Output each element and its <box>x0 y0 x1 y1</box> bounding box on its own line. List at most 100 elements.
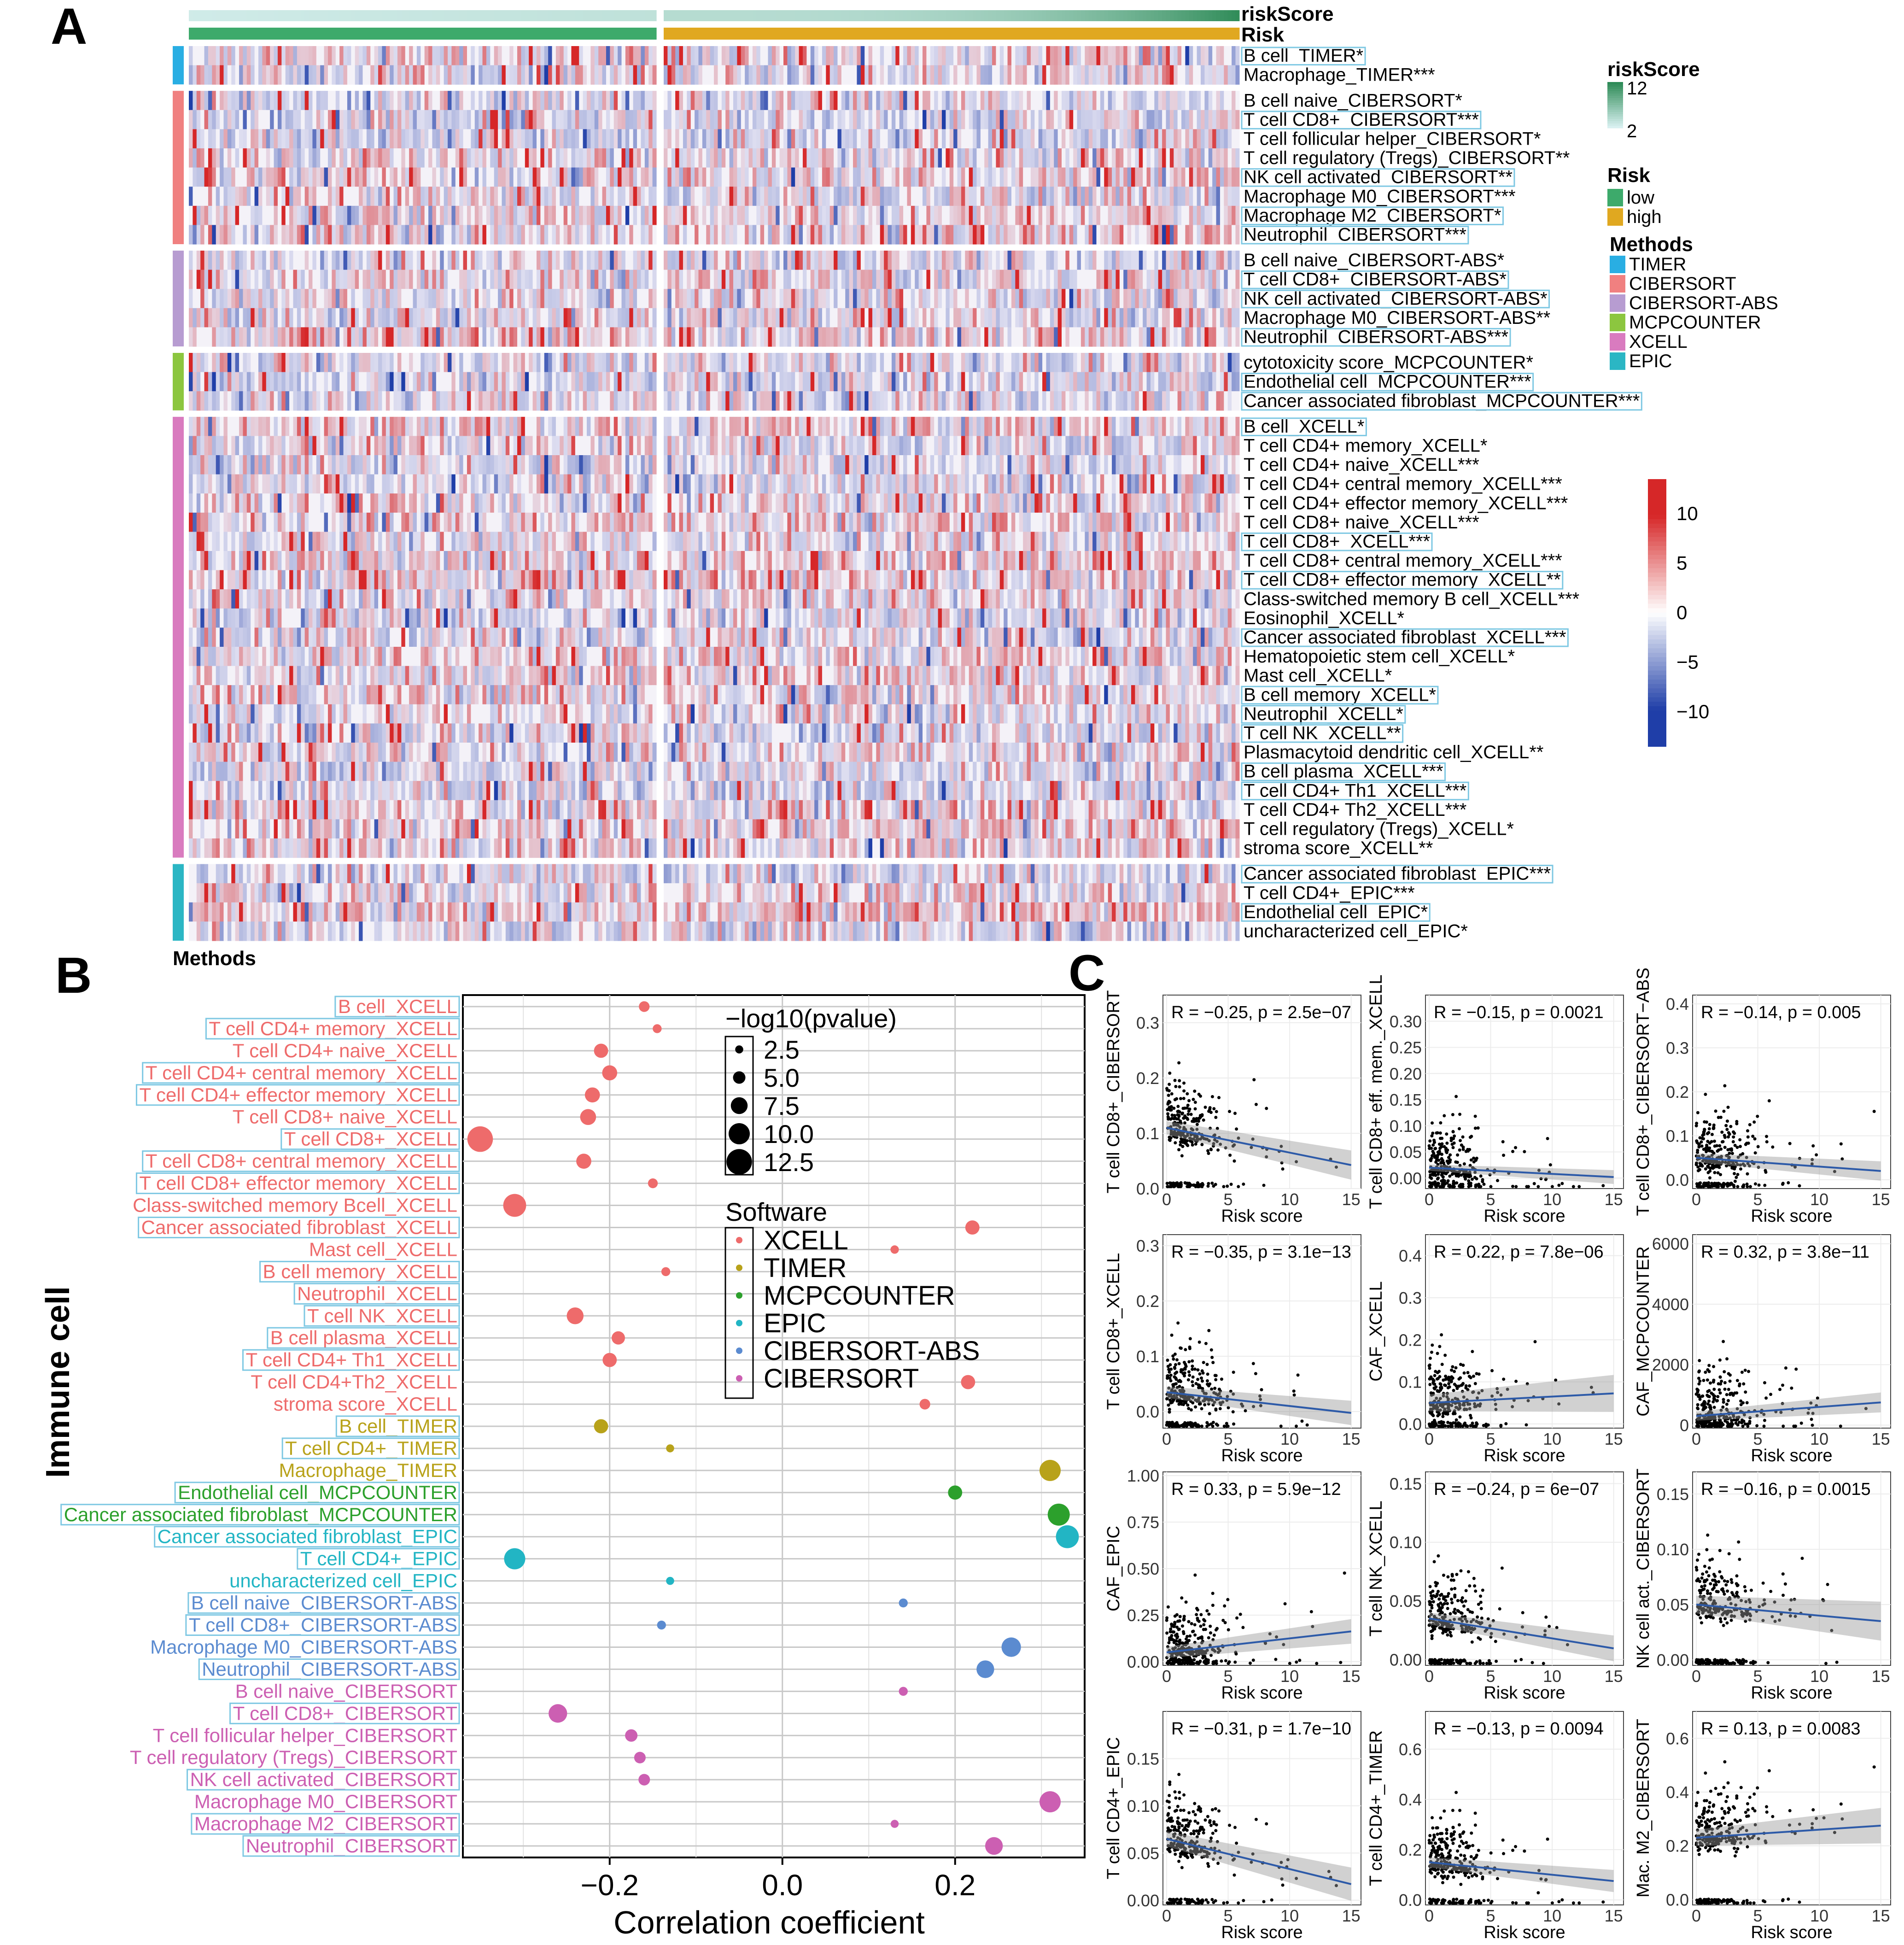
heatmap-cell <box>984 187 989 206</box>
heatmap-cell <box>606 65 610 85</box>
heatmap-cell <box>1166 353 1170 373</box>
heatmap-cell <box>413 353 417 373</box>
heatmap-cell <box>690 65 695 85</box>
heatmap-cell <box>262 187 267 206</box>
heatmap-cell <box>347 129 351 149</box>
riskscore-cell <box>872 10 876 21</box>
heatmap-cell <box>1057 289 1062 309</box>
heatmap-cell <box>513 187 518 206</box>
heatmap-cell <box>1154 225 1159 245</box>
heatmap-cell <box>385 327 390 347</box>
heatmap-cell <box>532 148 537 168</box>
heatmap-cell <box>200 65 205 85</box>
riskscore-cell <box>1108 10 1112 21</box>
heatmap-cell <box>1162 308 1167 328</box>
heatmap-cell <box>579 91 584 111</box>
heatmap-cell <box>976 289 981 309</box>
heatmap-cell <box>857 225 861 245</box>
heatmap-cell <box>590 353 595 373</box>
heatmap-cell <box>332 353 336 373</box>
heatmap-cell <box>602 110 607 129</box>
heatmap-cell <box>864 46 869 66</box>
heatmap-cell <box>1038 308 1043 328</box>
riskscore-cell <box>953 10 958 21</box>
heatmap-cell <box>810 327 815 347</box>
heatmap-cell <box>459 167 464 187</box>
heatmap-cell <box>277 353 282 373</box>
risk-cell <box>455 28 460 40</box>
heatmap-cell <box>911 187 915 206</box>
heatmap-cell <box>648 353 653 373</box>
heatmap-cell <box>1119 129 1124 149</box>
heatmap-cell <box>625 167 630 187</box>
heatmap-cell <box>316 167 321 187</box>
heatmap-cell <box>783 289 788 309</box>
heatmap-cell <box>884 129 888 149</box>
heatmap-cell <box>633 289 637 309</box>
heatmap-cell <box>459 205 464 225</box>
heatmap-cell <box>872 167 876 187</box>
heatmap-cell <box>973 91 977 111</box>
heatmap-cell <box>714 91 718 111</box>
risk-cell <box>841 28 846 40</box>
risk-cell <box>482 28 487 40</box>
heatmap-cell <box>822 327 826 347</box>
heatmap-cell <box>795 205 800 225</box>
heatmap-cell <box>277 148 282 168</box>
heatmap-cell <box>1127 167 1132 187</box>
heatmap-cell <box>277 225 282 245</box>
heatmap-cell <box>799 65 803 85</box>
heatmap-cell <box>783 65 788 85</box>
heatmap-cell <box>227 91 232 111</box>
heatmap-cell <box>629 269 634 289</box>
heatmap-cell <box>1042 251 1047 270</box>
heatmap-cell <box>243 91 247 111</box>
riskscore-cell <box>374 10 379 21</box>
heatmap-cell <box>262 269 267 289</box>
heatmap-cell <box>1038 91 1043 111</box>
heatmap-cell <box>1027 65 1031 85</box>
heatmap-cell <box>1007 225 1012 245</box>
heatmap-cell <box>745 187 749 206</box>
heatmap-cell <box>698 327 703 347</box>
heatmap-cell <box>733 65 737 85</box>
heatmap-cell <box>571 225 576 245</box>
heatmap-cell <box>220 289 224 309</box>
heatmap-cell <box>494 167 498 187</box>
heatmap-cell <box>633 372 637 392</box>
heatmap-cell <box>841 46 846 66</box>
heatmap-cell <box>529 269 533 289</box>
heatmap-cell <box>498 91 502 111</box>
heatmap-cell <box>814 251 819 270</box>
heatmap-cell <box>525 46 529 66</box>
heatmap-cell <box>436 269 440 289</box>
heatmap-cell <box>795 148 800 168</box>
heatmap-cell <box>1200 46 1205 66</box>
heatmap-cell <box>359 289 363 309</box>
heatmap-cell <box>721 148 726 168</box>
heatmap-cell <box>610 187 614 206</box>
riskscore-cell <box>327 10 332 21</box>
heatmap-cell <box>992 167 997 187</box>
heatmap-cell <box>274 110 278 129</box>
heatmap-cell <box>204 353 209 373</box>
riskscore-cell <box>625 10 630 21</box>
heatmap-cell <box>868 205 873 225</box>
heatmap-cell <box>953 205 958 225</box>
heatmap-cell <box>459 269 464 289</box>
heatmap-cell <box>629 167 634 187</box>
heatmap-cell <box>880 187 884 206</box>
heatmap-cell <box>860 327 865 347</box>
heatmap-cell <box>860 91 865 111</box>
risk-cell <box>424 28 429 40</box>
heatmap-cell <box>1112 65 1116 85</box>
riskscore-cell <box>1224 10 1228 21</box>
heatmap-cell <box>490 372 495 392</box>
heatmap-cell <box>930 129 934 149</box>
heatmap-cell <box>1023 91 1028 111</box>
heatmap-cell <box>544 251 549 270</box>
heatmap-cell <box>378 91 383 111</box>
heatmap-cell <box>378 225 383 245</box>
risk-cell <box>1015 28 1020 40</box>
riskscore-cell <box>339 10 344 21</box>
